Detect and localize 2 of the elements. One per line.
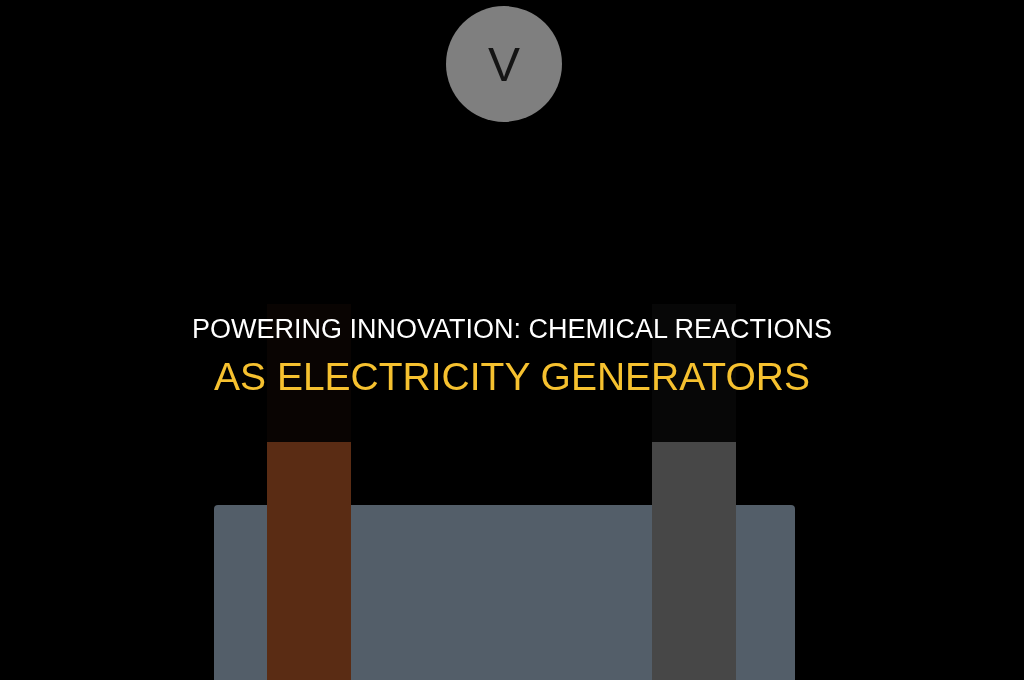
title: POWERING INNOVATION: CHEMICAL REACTIONS AS ELECTRICITY GENERATORS (190, 313, 834, 400)
voltage-label: V (488, 39, 520, 89)
